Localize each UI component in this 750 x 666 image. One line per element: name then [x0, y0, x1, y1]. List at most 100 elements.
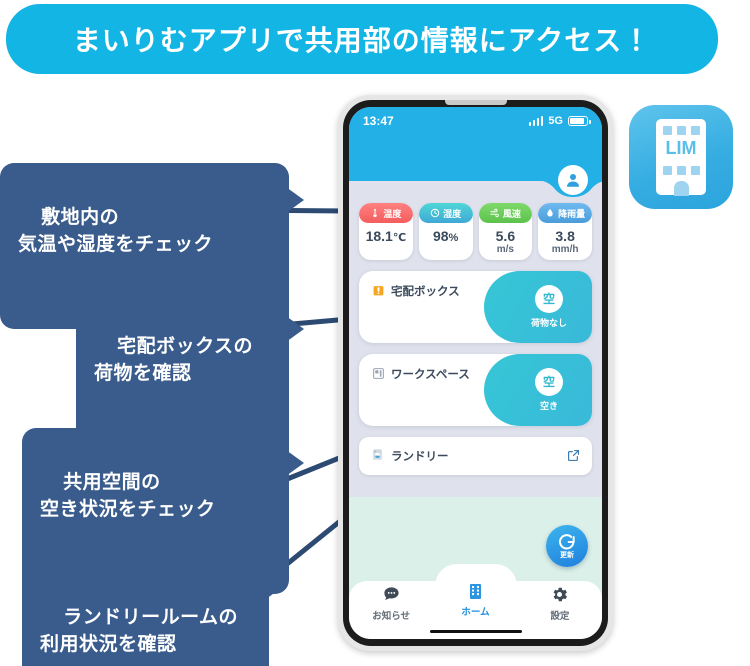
callout-delivery-text: 宅配ボックスの 荷物を確認 [94, 335, 254, 385]
weather-label: 風速 [502, 208, 521, 219]
weather-card-header: 温度 [359, 203, 413, 223]
status-bar: 13:47 5G [349, 107, 602, 135]
door-icon [674, 181, 689, 196]
workspace-title: ワークスペース [372, 366, 470, 382]
phone-mockup: 13:47 5G [338, 95, 613, 651]
weather-number: 18.1 [365, 228, 393, 244]
callout-weather-text: 敷地内の 気温や湿度をチェック [18, 206, 214, 256]
weather-number: 5.6 [495, 228, 516, 244]
window-icon [691, 166, 700, 175]
callout-common-space-text: 共用空間の 空き状況をチェック [40, 471, 216, 521]
phone-screen: 13:47 5G [349, 107, 602, 639]
callout-tail-icon [286, 450, 304, 476]
nav-item-notifications[interactable]: お知らせ [349, 581, 433, 639]
weather-unit: ℃ [392, 232, 407, 244]
nav-item-home[interactable]: ホーム [433, 581, 517, 639]
status-indicators: 5G [528, 115, 591, 127]
refresh-icon [559, 534, 575, 550]
weather-unit: m/s [496, 244, 514, 256]
building-icon [466, 581, 485, 601]
lim-app-icon: LIM [629, 105, 733, 209]
nav-label: ホーム [461, 607, 490, 618]
callout-tail-icon [266, 573, 284, 599]
delivery-box-card[interactable]: 宅配ボックス 空 荷物なし [359, 270, 592, 343]
callout-tail-icon [286, 187, 304, 213]
status-text: 空き [539, 400, 558, 411]
weather-unit: % [448, 232, 459, 244]
building-glyph: LIM [656, 119, 706, 196]
gear-icon [550, 585, 569, 605]
weather-card-wind[interactable]: 風速 5.6 m/s [478, 203, 533, 260]
workspace-card[interactable]: ワークスペース 空 空き [359, 353, 592, 426]
delivery-box-status: 空 荷物なし [484, 270, 592, 343]
callout-laundry: ランドリールームの 利用状況を確認 [22, 563, 284, 666]
thermometer-icon [373, 208, 378, 218]
wind-icon [490, 208, 499, 218]
window-row-bottom [663, 166, 700, 175]
weather-number: 3.8 [555, 228, 575, 244]
workspace-status: 空 空き [484, 353, 592, 426]
weather-value: 3.8 mm/h [538, 223, 592, 260]
home-indicator [429, 629, 522, 633]
headline-banner: まいりむアプリで共用部の情報にアクセス！ [6, 4, 718, 74]
window-icon [663, 126, 672, 135]
nav-label: お知らせ [372, 610, 411, 622]
refresh-label: 更新 [560, 552, 574, 559]
status-badge: 空 [535, 284, 563, 313]
weather-card-rainfall[interactable]: 降雨量 3.8 mm/h [538, 203, 592, 260]
facility-title-text: ワークスペース [391, 368, 470, 381]
callout-tail-icon [286, 316, 304, 342]
signal-bars-icon [528, 116, 544, 126]
weather-card-temperature[interactable]: 温度 18.1℃ [359, 203, 413, 260]
app-header [349, 135, 602, 197]
status-time: 13:47 [363, 114, 394, 128]
delivery-box-title: 宅配ボックス [372, 283, 460, 299]
raindrop-icon [547, 208, 553, 217]
weather-card-header: 降雨量 [538, 203, 592, 223]
laundry-title: ランドリー [371, 448, 449, 464]
facility-title-text: 宅配ボックス [391, 285, 460, 298]
chat-bubble-icon [382, 585, 401, 605]
status-badge: 空 [535, 367, 563, 396]
home-content: 温度 18.1℃ [349, 181, 602, 639]
weather-cards: 温度 18.1℃ [359, 203, 592, 260]
weather-value: 18.1℃ [359, 223, 413, 249]
weather-label: 温度 [383, 208, 402, 219]
weather-label: 湿度 [443, 208, 462, 219]
weather-card-header: 湿度 [418, 203, 473, 223]
window-icon [691, 126, 700, 135]
weather-label: 降雨量 [558, 208, 586, 219]
status-text: 荷物なし [530, 317, 567, 328]
washing-machine-icon [371, 448, 384, 464]
avatar[interactable] [558, 165, 588, 195]
user-avatar-icon [567, 174, 579, 187]
weather-number: 98 [432, 228, 449, 244]
humidity-icon [430, 208, 440, 218]
network-type-label: 5G [548, 115, 563, 127]
lim-wordmark: LIM [665, 138, 697, 158]
bottom-navigation: お知らせ [349, 564, 602, 639]
nav-bar: お知らせ [349, 581, 602, 639]
battery-icon [568, 116, 591, 126]
workspace-icon [372, 367, 385, 380]
weather-card-humidity[interactable]: 湿度 98% [418, 203, 473, 260]
weather-unit: mm/h [551, 244, 579, 256]
laundry-row[interactable]: ランドリー [359, 436, 592, 475]
nav-label: 設定 [550, 610, 570, 622]
window-icon [663, 166, 672, 175]
refresh-button[interactable]: 更新 [546, 525, 588, 567]
weather-value: 98% [419, 223, 473, 249]
weather-value: 5.6 m/s [479, 223, 533, 260]
nav-item-settings[interactable]: 設定 [518, 581, 602, 639]
laundry-title-text: ランドリー [391, 450, 449, 463]
earpiece-notch [444, 100, 507, 105]
weather-card-header: 風速 [478, 203, 533, 223]
window-row-top [663, 126, 700, 135]
callout-laundry-text: ランドリールームの 利用状況を確認 [40, 606, 239, 656]
delivery-box-icon [372, 284, 385, 297]
window-icon [677, 126, 686, 135]
headline-text: まいりむアプリで共用部の情報にアクセス！ [72, 25, 652, 56]
external-link-icon[interactable] [567, 449, 580, 462]
window-icon [677, 166, 686, 175]
